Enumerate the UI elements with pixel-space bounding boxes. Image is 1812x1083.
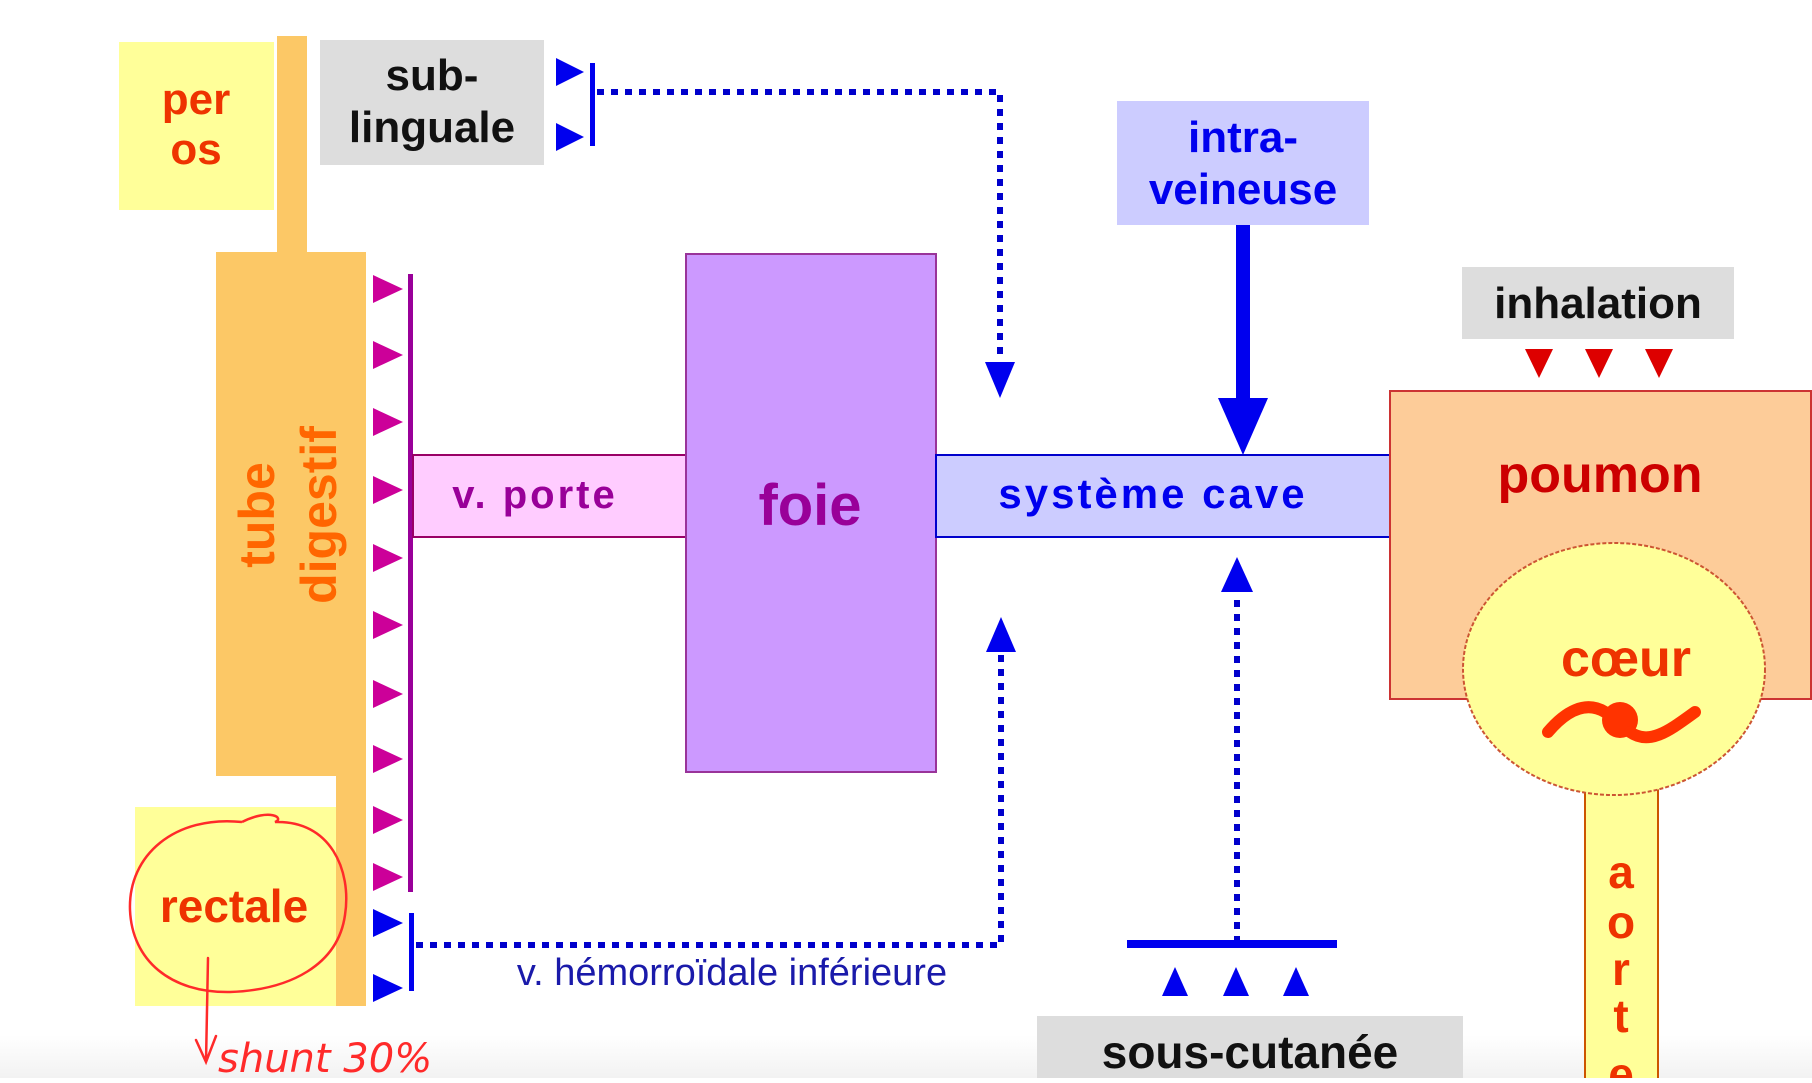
absorption-arrow	[373, 680, 403, 708]
subcutaneous-absorption-arrow	[1223, 967, 1249, 996]
intravenous-arrow-shaft	[1236, 225, 1250, 400]
absorption-arrow	[373, 275, 403, 303]
caval-system-band[interactable]: système cave	[935, 454, 1391, 538]
heart-ellipse[interactable]: cœur	[1462, 542, 1766, 796]
aorta-letter: e	[1608, 1048, 1634, 1078]
per-os-box[interactable]: per os	[119, 42, 274, 210]
portal-collector-bar	[408, 274, 413, 892]
annotation-circle	[128, 813, 348, 994]
rectal-collector-bar	[409, 913, 414, 991]
aorta-column[interactable]: a o r t e	[1584, 779, 1659, 1083]
intravenous-box[interactable]: intra- veineuse	[1117, 101, 1369, 225]
rectal-absorption-arrow-2	[373, 974, 403, 1002]
liver-label: foie	[758, 473, 861, 538]
aorta-letter: o	[1607, 896, 1635, 948]
caval-system-label: système cave	[998, 470, 1307, 517]
inhalation-arrow	[1585, 349, 1613, 378]
digestive-tract-label-line1: tube	[229, 462, 285, 568]
subcutaneous-box[interactable]: sous-cutanée	[1037, 1016, 1463, 1083]
oral-path-stem	[277, 36, 307, 256]
intravenous-label-line2: veineuse	[1149, 165, 1337, 214]
absorption-arrow	[373, 544, 403, 572]
sublingual-absorption-arrow-1	[556, 58, 584, 86]
rectal-box[interactable]: rectale	[135, 807, 336, 1006]
inhalation-label: inhalation	[1494, 279, 1702, 328]
rectal-absorption-arrow-1	[373, 909, 403, 937]
intravenous-arrowhead	[1218, 398, 1268, 455]
annotation-arrow	[194, 956, 218, 1066]
liver-box[interactable]: foie	[685, 253, 937, 773]
absorption-arrow	[373, 476, 403, 504]
inhalation-arrow	[1645, 349, 1673, 378]
inhalation-arrow	[1525, 349, 1553, 378]
annotation-text: shunt 30%	[218, 1036, 432, 1078]
subcutaneous-absorption-arrow	[1162, 967, 1188, 996]
intravenous-label-line1: intra-	[1188, 113, 1298, 162]
hemorrhoidal-to-cave-arrowhead	[986, 617, 1016, 652]
heart-label: cœur	[1561, 630, 1691, 688]
lung-label: poumon	[1497, 446, 1702, 504]
handwritten-annotation: shunt 30%	[128, 813, 432, 1082]
subcutaneous-label: sous-cutanée	[1102, 1026, 1399, 1078]
hemorrhoidal-vein-label: v. hémorroïdale inférieure	[517, 952, 947, 994]
subcutaneous-collector-bar	[1127, 940, 1337, 948]
absorption-arrow	[373, 408, 403, 436]
aorta-letter: a	[1608, 846, 1634, 898]
absorption-arrow	[373, 806, 403, 834]
absorption-arrow	[373, 863, 403, 891]
absorption-arrow	[373, 745, 403, 773]
subcutaneous-absorption-arrow	[1283, 967, 1309, 996]
heart-pulse-icon	[1542, 701, 1701, 744]
sublingual-collector-bar	[590, 63, 595, 146]
portal-vein-label: v. porte	[452, 473, 618, 517]
digestive-tract-label-line2: digestif	[291, 426, 347, 604]
absorption-arrow	[373, 341, 403, 369]
sublingual-absorption-arrow-2	[556, 123, 584, 151]
sublingual-label-line1: sub-	[386, 51, 479, 100]
per-os-label-line1: per	[162, 75, 230, 124]
inhalation-box[interactable]: inhalation	[1462, 267, 1734, 339]
digestive-absorption-arrows	[373, 275, 403, 891]
aorta-letter: t	[1613, 990, 1628, 1042]
bottom-fade	[0, 1035, 1812, 1078]
subcutaneous-to-cave-arrowhead	[1221, 557, 1253, 592]
sublingual-label-line2: linguale	[349, 103, 515, 152]
portal-vein-band[interactable]: v. porte	[412, 454, 687, 538]
digestive-tract-box[interactable]: tube digestif	[216, 252, 366, 1006]
sublingual-to-cave-arrowhead	[985, 362, 1015, 398]
absorption-arrow	[373, 611, 403, 639]
rectal-label: rectale	[160, 880, 308, 932]
per-os-label-line2: os	[170, 125, 221, 174]
aorta-letter: r	[1612, 943, 1630, 995]
sublingual-box[interactable]: sub- linguale	[320, 40, 544, 165]
